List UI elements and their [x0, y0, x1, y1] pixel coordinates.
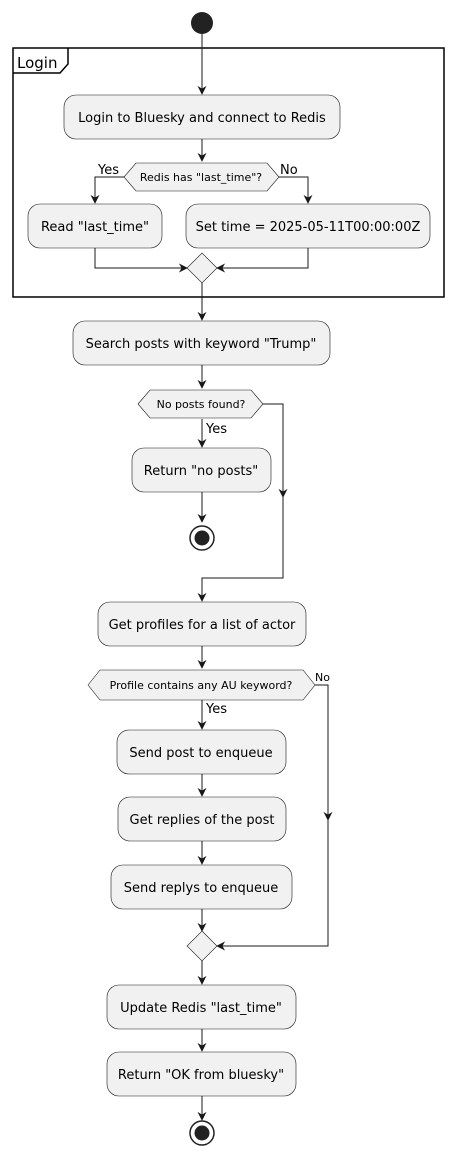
action-send-post: Send post to enqueue	[116, 729, 287, 775]
action-update-redis-label: Update Redis "last_time"	[120, 1001, 282, 1016]
action-get-replies: Get replies of the post	[117, 796, 287, 842]
end-node-no-posts	[189, 525, 215, 551]
frame-title: Login	[17, 54, 57, 72]
action-return-ok-label: Return "OK from bluesky"	[118, 1068, 284, 1083]
decision-has-last-time: Redis has "last_time"?	[123, 162, 280, 192]
action-read-last-time: Read "last_time"	[27, 203, 163, 249]
decision-has-last-time-label: Redis has "last_time"?	[140, 171, 262, 184]
action-get-profiles: Get profiles for a list of actor	[97, 601, 307, 647]
action-search-posts: Search posts with keyword "Trump"	[72, 320, 331, 366]
decision-no-posts-found-label: No posts found?	[157, 398, 246, 411]
action-login: Login to Bluesky and connect to Redis	[63, 94, 341, 140]
action-update-redis: Update Redis "last_time"	[106, 984, 297, 1030]
action-return-no-posts: Return "no posts"	[131, 447, 272, 493]
action-read-last-time-label: Read "last_time"	[41, 220, 149, 235]
action-set-time-label: Set time = 2025-05-11T00:00:00Z	[196, 220, 421, 235]
action-get-replies-label: Get replies of the post	[130, 813, 275, 828]
action-set-time: Set time = 2025-05-11T00:00:00Z	[185, 203, 431, 249]
action-send-replys-label: Send replys to enqueue	[124, 881, 279, 896]
edge-label-has-last-time-yes: Yes	[97, 163, 119, 178]
action-login-label: Login to Bluesky and connect to Redis	[78, 111, 326, 126]
action-send-post-label: Send post to enqueue	[129, 746, 272, 761]
end-node-final	[189, 1120, 215, 1146]
action-get-profiles-label: Get profiles for a list of actor	[109, 618, 296, 633]
merge-diamond-login	[186, 252, 218, 284]
edge-label-has-last-time-no: No	[280, 163, 298, 178]
decision-no-posts-found: No posts found?	[137, 389, 264, 419]
decision-profile-keyword-label: Profile contains any AU keyword?	[110, 679, 293, 692]
edge-label-no-posts-yes: Yes	[205, 422, 227, 437]
action-return-no-posts-label: Return "no posts"	[144, 464, 258, 479]
start-node	[191, 12, 213, 34]
edge-label-profile-no: No	[315, 671, 330, 684]
action-search-posts-label: Search posts with keyword "Trump"	[86, 337, 317, 352]
action-return-ok: Return "OK from bluesky"	[106, 1051, 297, 1097]
edge-label-profile-yes: Yes	[205, 702, 227, 717]
merge-diamond-profile	[186, 930, 218, 962]
login-frame: Login	[12, 47, 445, 298]
edges	[90, 34, 333, 1121]
action-send-replys: Send replys to enqueue	[110, 864, 293, 910]
decision-profile-keyword: Profile contains any AU keyword?	[87, 669, 316, 701]
